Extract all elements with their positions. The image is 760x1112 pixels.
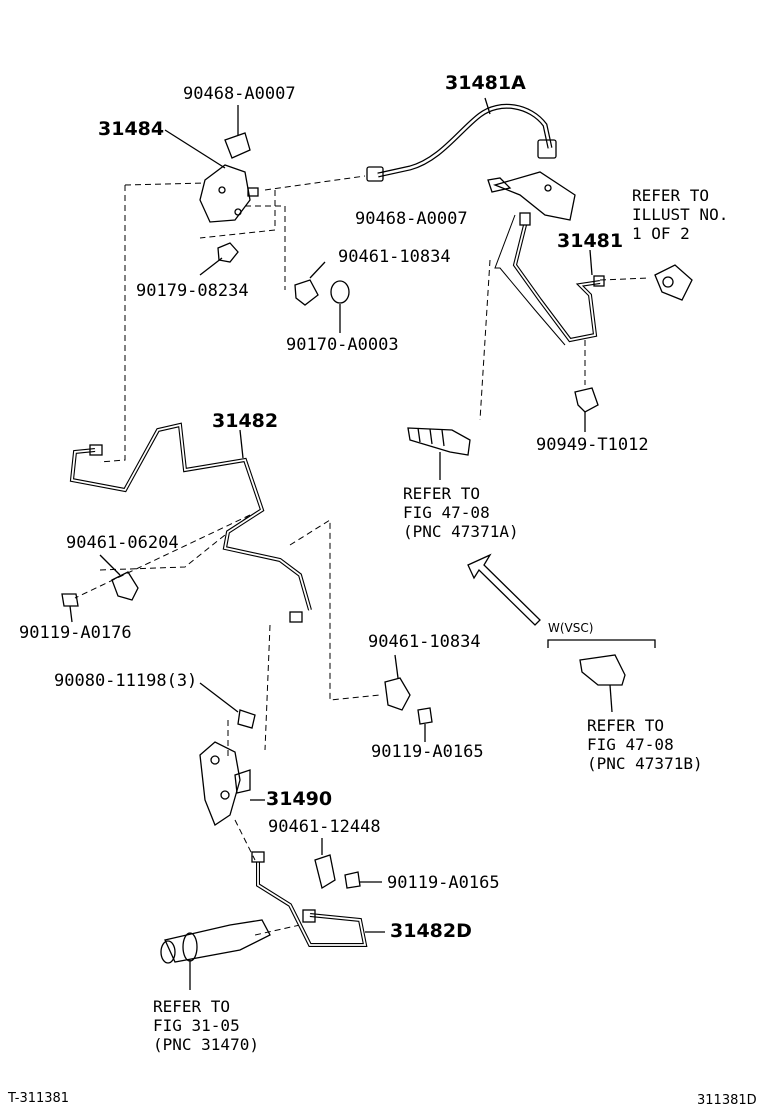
pipe-31482d (251, 851, 385, 947)
bracket-right (487, 171, 576, 221)
part-90468-top-label: 90468-A0007 (183, 84, 296, 104)
part-31484-label: 31484 (98, 118, 165, 140)
phantom-lines (74, 175, 651, 936)
clamp-top (294, 261, 350, 333)
refer-31470-label: REFER TO FIG 31-05 (PNC 31470) (153, 997, 259, 1054)
part-31481-label: 31481 (557, 230, 624, 252)
nut-90179 (199, 242, 239, 276)
part-90170-label: 90170-A0003 (286, 335, 399, 355)
arrow (467, 553, 541, 626)
part-90461-12448-label: 90461-12448 (268, 817, 381, 837)
part-90468-mid-label: 90468-A0007 (355, 209, 468, 229)
footer-right-code: 311381D (697, 1093, 757, 1108)
part-90119-a0176-label: 90119-A0176 (19, 623, 132, 643)
slave-cylinder (160, 919, 271, 990)
bracket-31484 (164, 105, 259, 223)
sensor-right (654, 264, 693, 301)
clamp-12448 (314, 838, 382, 890)
part-31482-label: 31482 (212, 410, 279, 432)
bolt-90080 (199, 682, 256, 729)
bracket-31490 (199, 741, 265, 826)
part-90179-label: 90179-08234 (136, 281, 249, 301)
part-90949-label: 90949-T1012 (536, 435, 649, 455)
part-90119-a0165-low-label: 90119-A0165 (387, 873, 500, 893)
part-31481a-label: 31481A (445, 72, 526, 94)
vsc-bracket (547, 639, 656, 713)
clamp-90949 (574, 387, 599, 432)
clamp-mid (384, 654, 433, 742)
part-31490-label: 31490 (266, 788, 333, 810)
pipe-31481 (494, 212, 605, 346)
clamp-47371a (407, 427, 471, 480)
refer-illust-label: REFER TO ILLUST NO. 1 OF 2 (632, 186, 729, 243)
hose-31481a (366, 97, 557, 182)
refer-47371b-label: REFER TO FIG 47-08 (PNC 47371B) (587, 716, 703, 773)
variant-vsc-label: W(VSC) (548, 621, 594, 635)
clamp-06204 (61, 554, 139, 623)
part-90080-label: 90080-11198(3) (54, 671, 198, 691)
part-31482d-label: 31482D (390, 920, 472, 942)
part-90461-06204-label: 90461-06204 (66, 533, 179, 553)
refer-47371a-label: REFER TO FIG 47-08 (PNC 47371A) (403, 484, 519, 541)
footer-left-code: T-311381 (8, 1091, 70, 1106)
pipe-31482 (69, 422, 312, 623)
part-90119-a0165-mid-label: 90119-A0165 (371, 742, 484, 762)
part-90461-10834-top-label: 90461-10834 (338, 247, 451, 267)
part-90461-10834-mid-label: 90461-10834 (368, 632, 481, 652)
